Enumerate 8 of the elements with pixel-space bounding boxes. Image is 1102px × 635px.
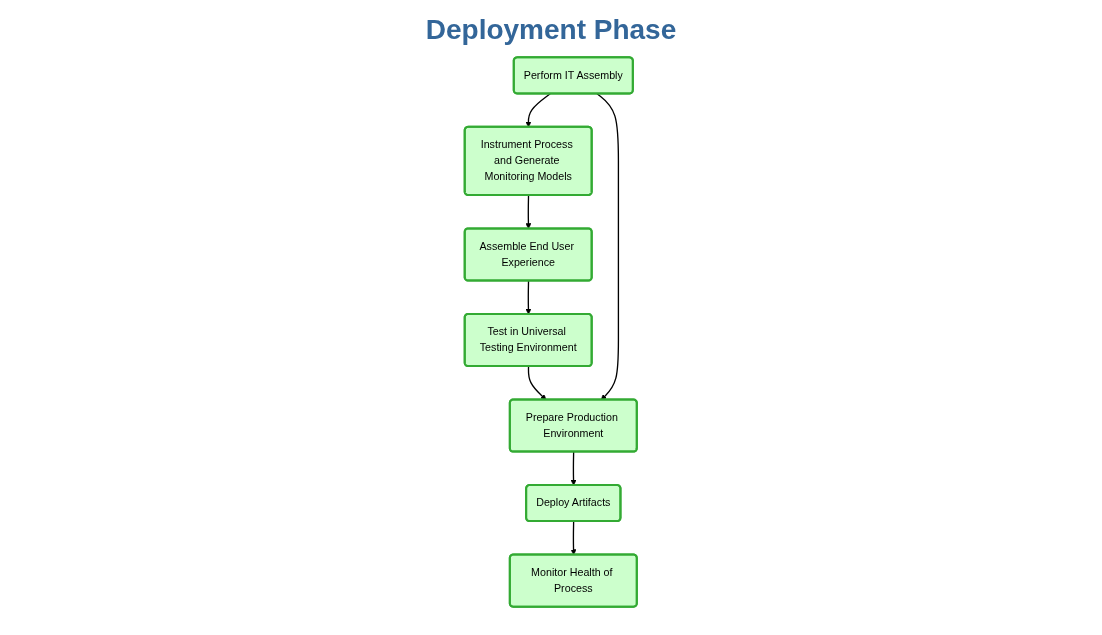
arrow — [525, 280, 532, 315]
arrow — [525, 194, 532, 229]
arrow — [570, 451, 577, 486]
arrow — [525, 93, 552, 128]
diagram-title: Deployment Phase — [424, 14, 678, 46]
arrow — [570, 520, 577, 556]
arrow — [596, 93, 620, 401]
arrow — [528, 365, 547, 401]
